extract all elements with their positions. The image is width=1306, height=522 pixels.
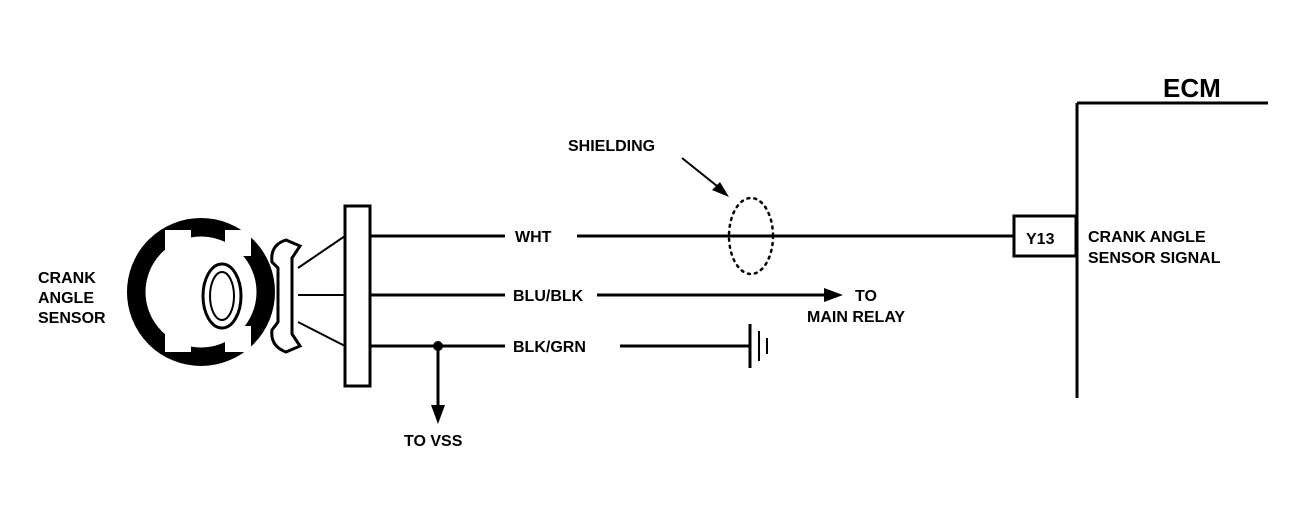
signal-label-line-2: SENSOR SIGNAL [1088,250,1221,267]
wire-blk-grn-label: BLK/GRN [513,339,586,356]
wire-blu-blk [370,288,843,302]
terminal-id: Y13 [1026,231,1055,248]
connector-block [343,204,372,388]
to-vss-label: TO VSS [404,433,463,450]
sensor-label-line-3: SENSOR [38,310,106,327]
to-main-relay-line-2: MAIN RELAY [807,309,905,326]
shielding-arrow-icon [681,157,729,197]
ground-icon [748,324,768,368]
crank-angle-sensor-icon [127,218,303,366]
wire-blu-blk-label: BLU/BLK [513,288,584,305]
terminal-y13 [1012,214,1078,258]
to-main-relay-line-1: TO [855,288,877,305]
vss-branch [431,341,445,424]
ecm-title: ECM [1163,73,1221,103]
signal-label-line-1: CRANK ANGLE [1088,229,1206,246]
sensor-label-line-2: ANGLE [38,290,94,307]
shielding-icon [727,196,775,276]
wire-wht-label: WHT [515,229,552,246]
sensor-label-line-1: CRANK [38,270,96,287]
shielding-label: SHIELDING [568,138,655,155]
sensor-pin-leads [297,235,346,347]
